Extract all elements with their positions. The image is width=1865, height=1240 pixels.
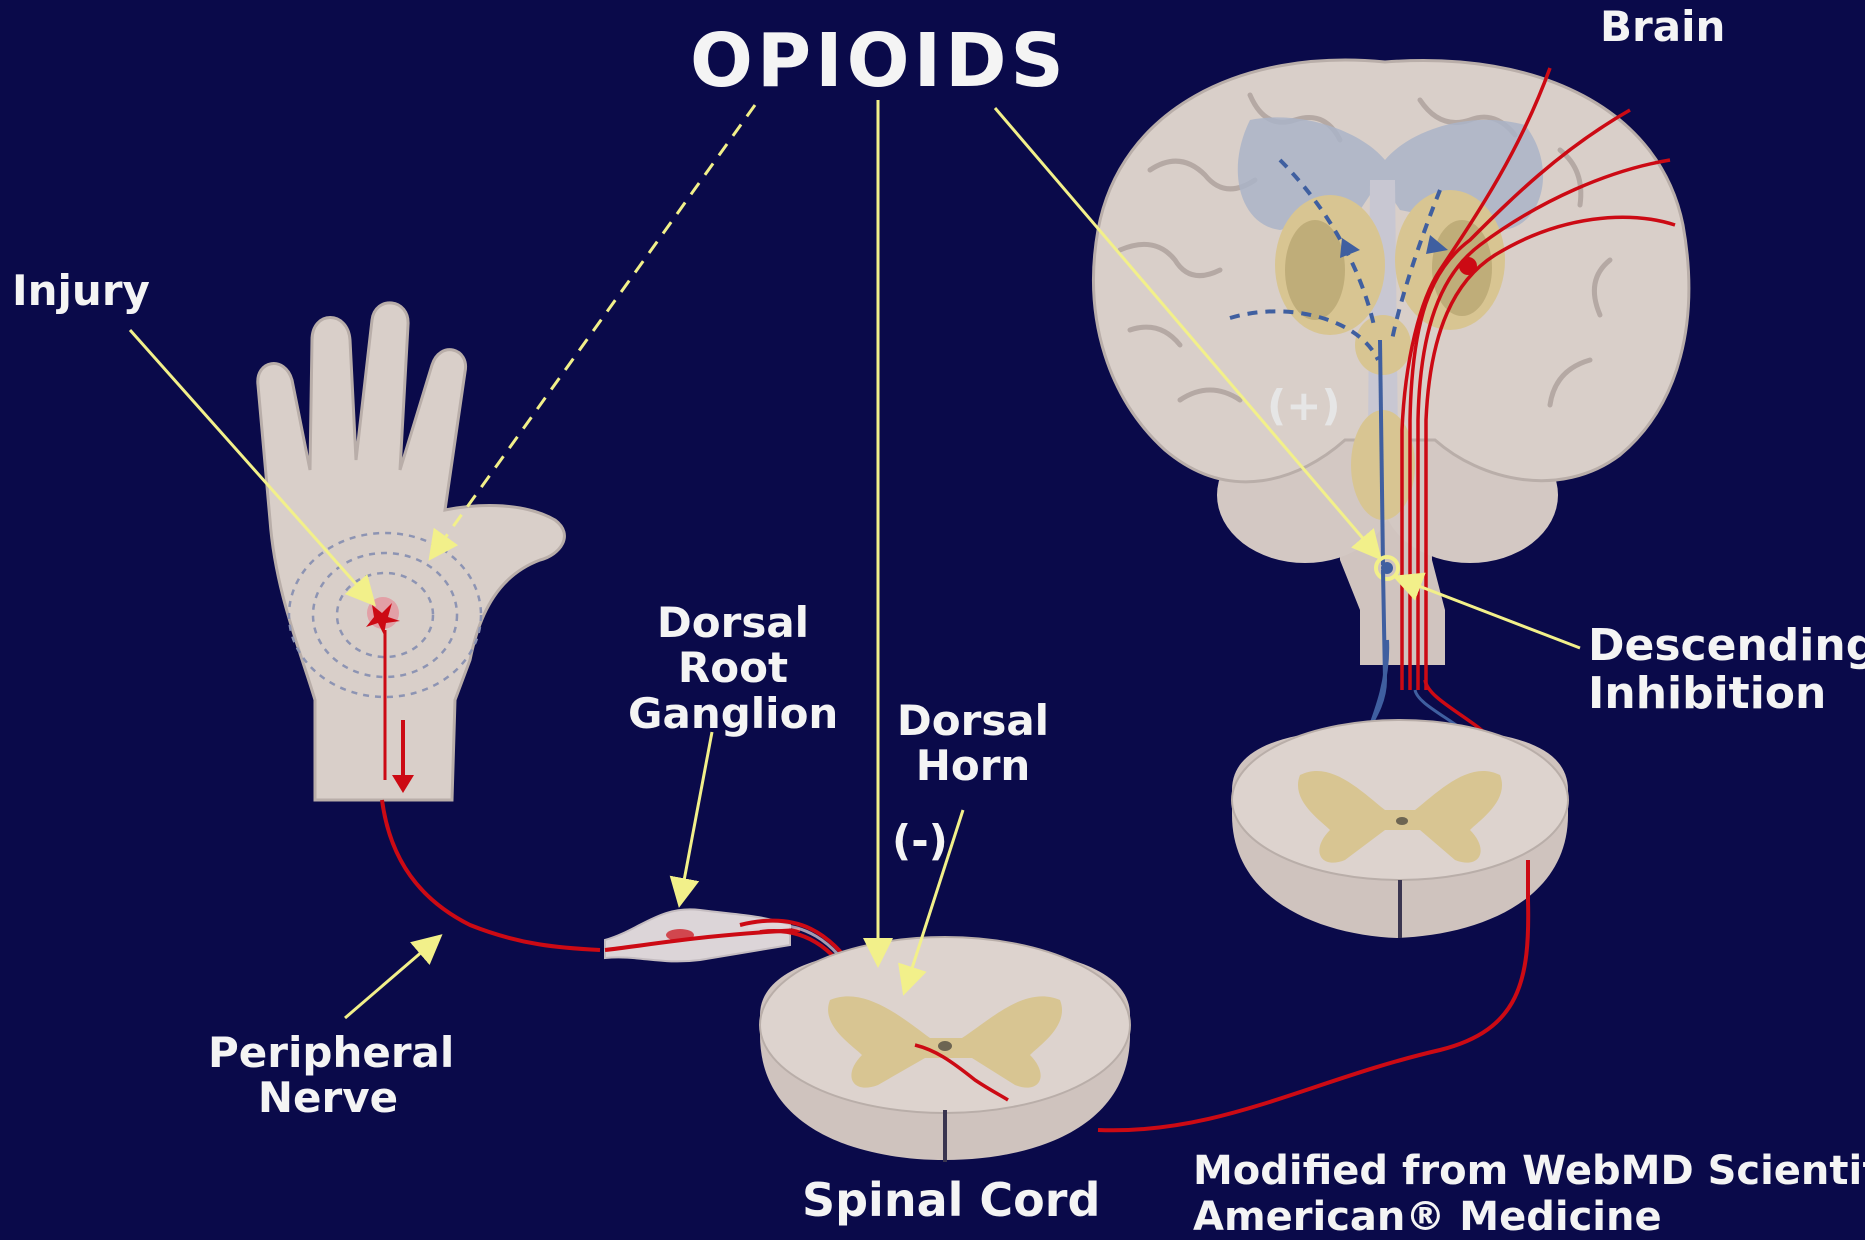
dorsal-horn-line-1: Dorsal xyxy=(893,698,1053,743)
drg-line-1: Dorsal xyxy=(628,600,838,645)
brain-illustration xyxy=(1094,60,1689,690)
hand-illustration xyxy=(258,303,565,800)
spinal-cord-label: Spinal Cord xyxy=(802,1176,1100,1226)
peripheral-nerve-path xyxy=(382,800,600,950)
credit-line-2: American® Medicine xyxy=(1193,1194,1865,1240)
desc-line-1: Descending xyxy=(1588,622,1865,670)
descending-inhibition-label: Descending Inhibition xyxy=(1588,622,1865,717)
dorsal-horn-line-2: Horn xyxy=(893,743,1053,788)
peripheral-nerve-label: Peripheral Nerve xyxy=(208,1030,448,1121)
lower-spinal-cord-section xyxy=(760,937,1130,1162)
brain-label: Brain xyxy=(1600,4,1725,49)
desc-line-2: Inhibition xyxy=(1588,670,1865,718)
source-credit: Modified from WebMD Scientific American®… xyxy=(1193,1148,1865,1240)
pn-line-1: Peripheral xyxy=(208,1030,448,1075)
page-title: OPIOIDS xyxy=(690,22,1068,102)
drg-line-3: Ganglion xyxy=(628,691,838,736)
dorsal-root-ganglion-label: Dorsal Root Ganglion xyxy=(628,600,838,736)
inhibition-sign: (-) xyxy=(892,818,948,863)
excitation-sign: (+) xyxy=(1267,383,1341,428)
credit-line-1: Modified from WebMD Scientific xyxy=(1193,1148,1865,1194)
dorsal-root-ganglion-shape xyxy=(605,909,800,961)
pn-line-2: Nerve xyxy=(208,1075,448,1120)
upper-spinal-cord-section xyxy=(1232,720,1568,938)
drg-line-2: Root xyxy=(628,645,838,690)
injury-label: Injury xyxy=(12,268,150,313)
dorsal-horn-label: Dorsal Horn xyxy=(893,698,1053,789)
